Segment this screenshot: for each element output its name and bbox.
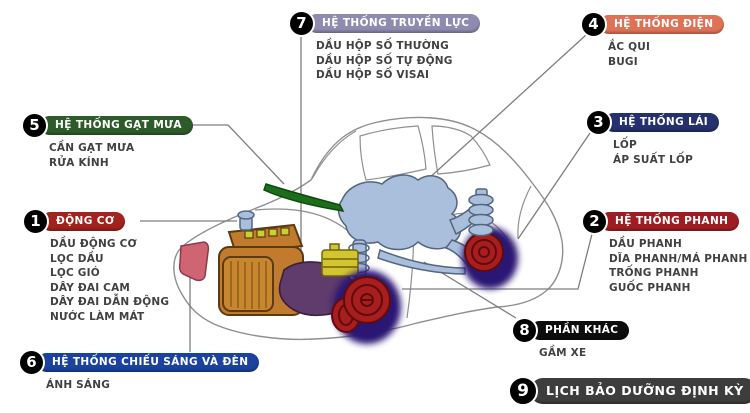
system-pill: PHẦN KHÁC <box>530 320 630 340</box>
system-pill: HỆ THỐNG LÁI <box>604 112 720 132</box>
callout-steering-system: 3 HỆ THỐNG LÁI LỐP ÁP SUẤT LỐP <box>585 108 720 167</box>
callout-other-parts: 8 PHẦN KHÁC GẦM XE <box>511 316 630 361</box>
maintenance-item: BUGI <box>608 55 638 68</box>
number-badge: 5 <box>21 111 48 139</box>
system-pill: ĐỘNG CƠ <box>41 211 126 231</box>
leader-line-wiper <box>184 124 285 185</box>
number-badge: 9 <box>508 376 538 406</box>
leader-line-brake <box>402 233 593 290</box>
callout-wiper-system: 5 HỆ THỐNG GẠT MƯA CẦN GẠT MƯA RỬA KÍNH <box>21 111 193 170</box>
maintenance-item: DẦU HỘP SỐ THƯỜNG <box>316 40 449 52</box>
maintenance-item: TRỐNG PHANH <box>609 267 699 280</box>
callout-engine: 1 ĐỘNG CƠ DẦU ĐỘNG CƠ LỌC DẦU LỌC GIÓ DÂ… <box>22 207 170 325</box>
system-pill: LỊCH BẢO DƯỠNG ĐỊNH KỲ <box>530 378 750 404</box>
maintenance-item: LỌC DẦU <box>50 252 104 265</box>
car-headlight-shape <box>178 241 210 282</box>
number-badge: 8 <box>511 316 538 344</box>
system-pill: HỆ THỐNG CHIẾU SÁNG VÀ ĐÈN <box>37 352 260 372</box>
maintenance-item: DÂY ĐAI CAM <box>50 281 131 294</box>
maintenance-item: RỬA KÍNH <box>49 156 109 169</box>
maintenance-item: DẦU PHANH <box>609 238 683 250</box>
leader-line-steering <box>517 132 591 240</box>
maintenance-item: GẦM XE <box>539 347 587 359</box>
number-badge: 6 <box>18 348 45 376</box>
number-badge: 7 <box>288 9 315 37</box>
callout-maintenance-schedule: 9 LỊCH BẢO DƯỠNG ĐỊNH KỲ <box>508 376 750 406</box>
maintenance-item: ÁP SUẤT LỐP <box>613 153 694 166</box>
maintenance-item: ẮC QUI <box>608 41 651 53</box>
system-pill: HỆ THỐNG PHANH <box>600 211 740 231</box>
number-badge: 2 <box>581 207 608 235</box>
callout-lighting-system: 6 HỆ THỐNG CHIẾU SÁNG VÀ ĐÈN ÁNH SÁNG <box>18 348 260 393</box>
maintenance-item: DẦU ĐỘNG CƠ <box>50 238 137 250</box>
maintenance-item: DẦU HỘP SỐ VISAI <box>316 69 430 82</box>
maintenance-item: ÁNH SÁNG <box>46 379 111 391</box>
maintenance-item: LỐP <box>613 139 637 151</box>
maintenance-item: LỌC GIÓ <box>50 267 100 280</box>
maintenance-item: NƯỚC LÀM MÁT <box>50 310 145 323</box>
system-pill: HỆ THỐNG ĐIỆN <box>599 14 725 34</box>
callout-transmission-system: 7 HỆ THỐNG TRUYỀN LỰC DẦU HỘP SỐ THƯỜNG … <box>288 9 481 83</box>
number-badge: 4 <box>580 10 607 38</box>
car-battery-shape <box>321 243 359 277</box>
callout-electric-system: 4 HỆ THỐNG ĐIỆN ẮC QUI BUGI <box>580 10 725 69</box>
maintenance-item: CẦN GẠT MƯA <box>49 142 135 154</box>
car-rear-brake-shape <box>462 227 518 289</box>
number-badge: 1 <box>22 207 49 235</box>
car-rear-spring-shape <box>468 188 494 237</box>
system-pill: HỆ THỐNG GẠT MƯA <box>40 115 193 135</box>
car-front-brake-shape <box>331 270 401 344</box>
maintenance-item: DẦU HỘP SỐ TỰ ĐỘNG <box>316 54 453 67</box>
car-wiper-shape <box>263 183 345 212</box>
number-badge: 3 <box>585 108 612 136</box>
maintenance-item: GUỐC PHANH <box>609 281 691 294</box>
system-pill: HỆ THỐNG TRUYỀN LỰC <box>307 13 481 33</box>
maintenance-item: DĨA PHANH/MÁ PHANH <box>609 252 748 265</box>
maintenance-item: DÂY ĐAI DẪN ĐỘNG <box>50 296 170 309</box>
callout-brake-system: 2 HỆ THỐNG PHANH DẦU PHANH DĨA PHANH/MÁ … <box>581 207 748 295</box>
